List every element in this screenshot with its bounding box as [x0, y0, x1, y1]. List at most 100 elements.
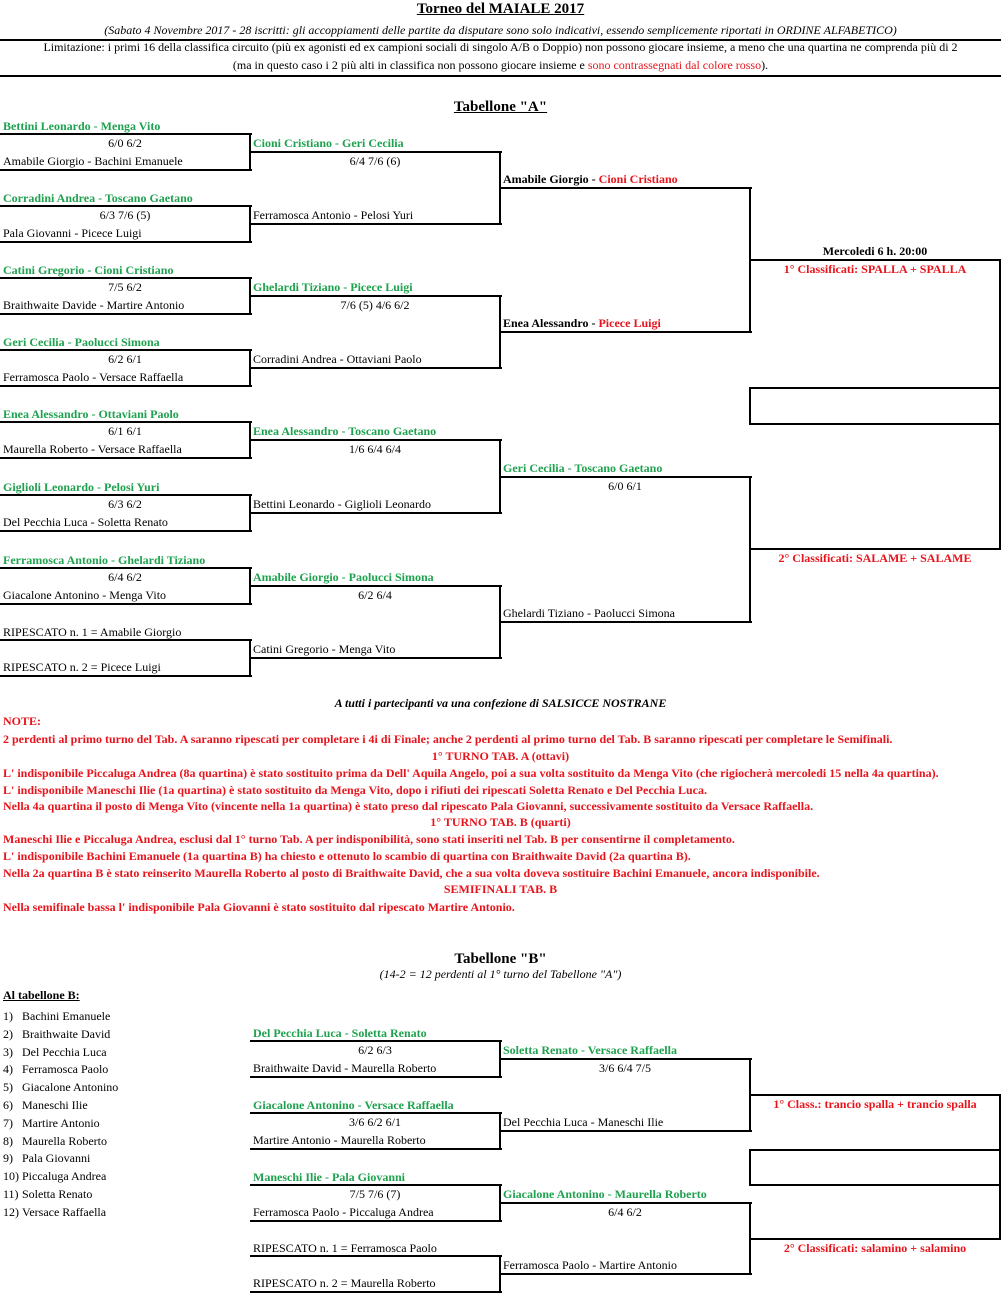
bracket-line: [500, 1202, 752, 1204]
match-bottom-team: RIPESCATO n. 2 = Maurella Roberto: [253, 1276, 436, 1290]
bracket-line: [250, 1076, 502, 1078]
bracket-line: [0, 205, 252, 207]
match-top-team: Ghelardi Tiziano - Picece Luigi: [253, 280, 413, 294]
match-bottom-team: Catini Gregorio - Menga Vito: [253, 642, 396, 656]
bracket-line: [0, 349, 252, 351]
bracket-line: [250, 151, 502, 153]
limitation-red-text: sono contrassegnati dal colore rosso: [587, 58, 762, 72]
bracket-line: [250, 1291, 502, 1293]
notes-line: L' indisponibile Bachini Emanuele (1a qu…: [3, 849, 691, 863]
match-bottom-team: RIPESCATO n. 2 = Picece Luigi: [3, 660, 161, 674]
text-part: -: [588, 316, 599, 330]
bracket-line: [0, 277, 252, 279]
match-score: 1/6 6/4 6/4: [348, 442, 401, 456]
match-score: 6/0 6/1: [608, 478, 642, 493]
tabellone-b-title: Tabellone "B": [454, 951, 547, 967]
match-bottom-team: Giacalone Antonino - Menga Vito: [3, 588, 167, 602]
winner-box: [750, 423, 1001, 425]
match-score: 7/6 (5) 4/6 6/2: [340, 298, 410, 312]
text-part: Enea Alessandro: [503, 316, 589, 330]
match-score: [250, 1256, 500, 1274]
match-bottom-team: Amabile Giorgio - Bachini Emanuele: [3, 154, 183, 168]
bracket-line: [250, 657, 502, 659]
list-title: Al tabellone B:: [3, 988, 80, 1002]
list-name: Ferramosca Paolo: [22, 1062, 109, 1077]
bracket-line: [750, 1237, 1001, 1240]
bracket-line: [250, 1255, 502, 1257]
list-number: 1): [3, 1009, 13, 1023]
match-bottom-team: Ferramosca Paolo - Piccaluga Andrea: [253, 1205, 434, 1219]
match-top-team: Corradini Andrea - Toscano Gaetano: [3, 191, 193, 205]
list-name: Maneschi Ilie: [22, 1098, 88, 1112]
match-score: 6/3 6/2: [108, 497, 142, 511]
limitation-text-2: (ma in questo caso i 2 più alti in class…: [0, 56, 1001, 74]
notes-heading: 1° TURNO TAB. A (ottavi): [431, 749, 570, 763]
match-bottom-team: Ferramosca Paolo - Versace Raffaella: [3, 370, 184, 384]
bracket-line: [999, 1094, 1001, 1240]
list-name: Versace Raffaella: [22, 1204, 107, 1219]
text-part: Amabile Giorgio: [503, 172, 589, 186]
bracket-line: [0, 313, 252, 315]
match-bottom-team: Braithwaite Davide - Martire Antonio: [3, 298, 185, 312]
bracket-line: [0, 169, 252, 171]
match-score: [0, 640, 250, 658]
bracket-line: [0, 133, 252, 135]
match-top-team: Giacalone Antonino - Versace Raffaella: [253, 1098, 454, 1112]
match-score: 6/3 7/6 (5): [99, 208, 151, 222]
match-score: 3/6 6/2 6/1: [348, 1115, 401, 1129]
bracket-line: [250, 512, 502, 514]
match-top-team: Amabile Giorgio - Paolucci Simona: [253, 570, 434, 584]
list-number: 10): [3, 1169, 19, 1184]
bracket-line: [0, 603, 252, 605]
list-name: Soletta Renato: [22, 1187, 93, 1201]
notes-label: NOTE:: [3, 714, 42, 728]
list-number: 12): [3, 1204, 19, 1219]
bracket-line: [250, 295, 502, 297]
notes-line: Maneschi Ilie e Piccaluga Andrea, esclus…: [3, 832, 735, 846]
tabellone-a-title: Tabellone "A": [453, 99, 548, 115]
list-number: 5): [3, 1080, 13, 1095]
bracket-line: [500, 1130, 752, 1132]
notes-line: Nella 2a quartina B è stato reinserito M…: [3, 866, 820, 880]
bracket-line: [0, 530, 252, 532]
notes-line: Nella semifinale bassa l' indisponibile …: [3, 900, 515, 914]
match-score: 7/5 6/2: [108, 280, 142, 294]
match-bottom-team: Del Pecchia Luca - Soletta Renato: [3, 515, 168, 529]
bracket-line: [500, 621, 752, 623]
winner-box: [750, 1184, 1001, 1186]
text-part: -: [588, 172, 599, 186]
match-top-team: Giacalone Antonino - Maurella Roberto: [503, 1187, 707, 1201]
bracket-line: [500, 331, 752, 333]
match-top-team: RIPESCATO n. 1 = Ferramosca Paolo: [253, 1241, 437, 1255]
list-number: 2): [3, 1026, 13, 1041]
page-title: Torneo del MAIALE 2017: [416, 1, 585, 17]
bracket-line: [500, 1273, 752, 1275]
bracket-line: [250, 1220, 502, 1222]
tabellone-b-subtitle: (14-2 = 12 perdenti al 1° turno del Tabe…: [379, 967, 622, 981]
header-divider: [0, 75, 1001, 77]
list-number: 7): [3, 1115, 13, 1130]
text-part: ).: [761, 58, 769, 72]
bracket-line: [500, 187, 752, 189]
match-top-team: Ferramosca Antonio - Ghelardi Tiziano: [3, 553, 206, 567]
second-prize: 2° Classificati: SALAME + SALAME: [778, 551, 972, 566]
list-name: Braithwaite David: [22, 1026, 111, 1041]
gift-note: A tutti i partecipanti va una confezione…: [334, 696, 667, 710]
limitation-text: Limitazione: i primi 16 della classifica…: [43, 40, 958, 54]
list-number: 8): [3, 1133, 13, 1148]
winner-box: [750, 1149, 1001, 1151]
match-top-team: Soletta Renato - Versace Raffaella: [503, 1043, 677, 1057]
list-number: 4): [3, 1062, 13, 1077]
bracket-line: [250, 1112, 502, 1114]
match-top-team: Geri Cecilia - Toscano Gaetano: [503, 460, 663, 475]
bracket-line: [500, 475, 752, 478]
red-seeded-player: Cioni Cristiano: [598, 172, 678, 186]
match-top-team: Giglioli Leonardo - Pelosi Yuri: [3, 480, 160, 494]
notes-line: 2 perdenti al primo turno del Tab. A sar…: [3, 732, 893, 746]
match-bottom-team: Ferramosca Paolo - Martire Antonio: [503, 1258, 677, 1272]
notes-line: L' indisponibile Maneschi Ilie (1a quart…: [3, 783, 707, 797]
list-name: Bachini Emanuele: [22, 1009, 111, 1023]
red-seeded-player: Picece Luigi: [598, 316, 661, 330]
semi-bottom-team: Enea Alessandro - Picece Luigi: [503, 314, 661, 332]
match-bottom-team: Pala Giovanni - Picece Luigi: [3, 226, 142, 240]
